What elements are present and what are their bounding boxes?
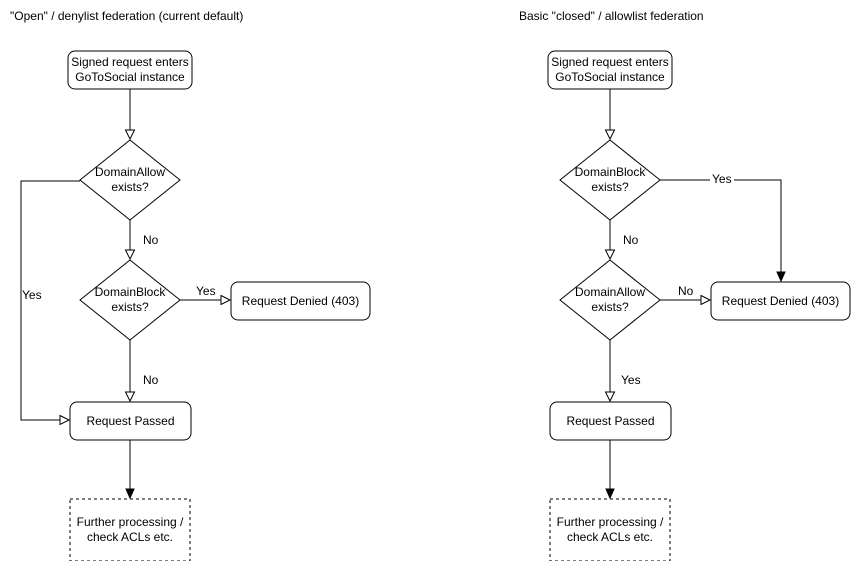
right-start-node-shape <box>547 50 673 90</box>
left-domainblock-no-label: No <box>143 373 159 387</box>
right-request-denied-node-shape <box>710 281 851 321</box>
right-request-denied-node-label: Request Denied (403) <box>721 293 840 308</box>
left-start-node-label: Signed request enters GoToSocial instanc… <box>71 55 189 84</box>
left-request-passed-node-shape <box>69 401 192 441</box>
right-domainallow-yes-label: Yes <box>621 373 641 387</box>
left-request-passed-node-label: Request Passed <box>86 413 175 428</box>
left-domainallow-yes-label: Yes <box>22 288 42 302</box>
right-domainblock-decision-label: DomainBlock exists? <box>574 165 646 194</box>
left-start-node-shape <box>67 50 193 90</box>
left-domainblock-yes-label: Yes <box>196 284 216 298</box>
left-domainallow-decision-label: DomainAllow exists? <box>94 165 166 194</box>
right-domainallow-decision-label: DomainAllow exists? <box>574 285 646 314</box>
left-domainallow-no-label: No <box>143 233 159 247</box>
right-domainblock-decision-shape <box>559 139 661 221</box>
left-domainallow-decision-shape <box>79 139 181 221</box>
right-domainblock-no-label: No <box>623 233 639 247</box>
left-domainblock-decision-shape <box>79 259 181 341</box>
left-edge-domainallow-yes-loop-to-passed <box>20 180 80 426</box>
left-further-processing-node-shape <box>69 498 191 561</box>
right-further-processing-node-shape <box>549 498 671 561</box>
left-request-denied-node-label: Request Denied (403) <box>241 293 360 308</box>
left-domainblock-decision-label: DomainBlock exists? <box>94 285 166 314</box>
left-request-denied-node-shape <box>230 281 371 321</box>
left-chart-title: "Open" / denylist federation (current de… <box>10 9 244 23</box>
right-further-processing-node-label: Further processing / check ACLs etc. <box>556 515 664 544</box>
left-further-processing-node-label: Further processing / check ACLs etc. <box>76 515 184 544</box>
right-domainblock-yes-label: Yes <box>710 172 734 186</box>
right-chart-title: Basic "closed" / allowlist federation <box>519 9 704 23</box>
right-domainallow-decision-shape <box>559 259 661 341</box>
right-request-passed-node-shape <box>549 401 672 441</box>
right-request-passed-node-label: Request Passed <box>566 413 655 428</box>
right-start-node-label: Signed request enters GoToSocial instanc… <box>551 55 669 84</box>
right-domainallow-no-label: No <box>678 284 694 298</box>
right-edge-domainblock-yes-to-denied <box>660 179 786 283</box>
